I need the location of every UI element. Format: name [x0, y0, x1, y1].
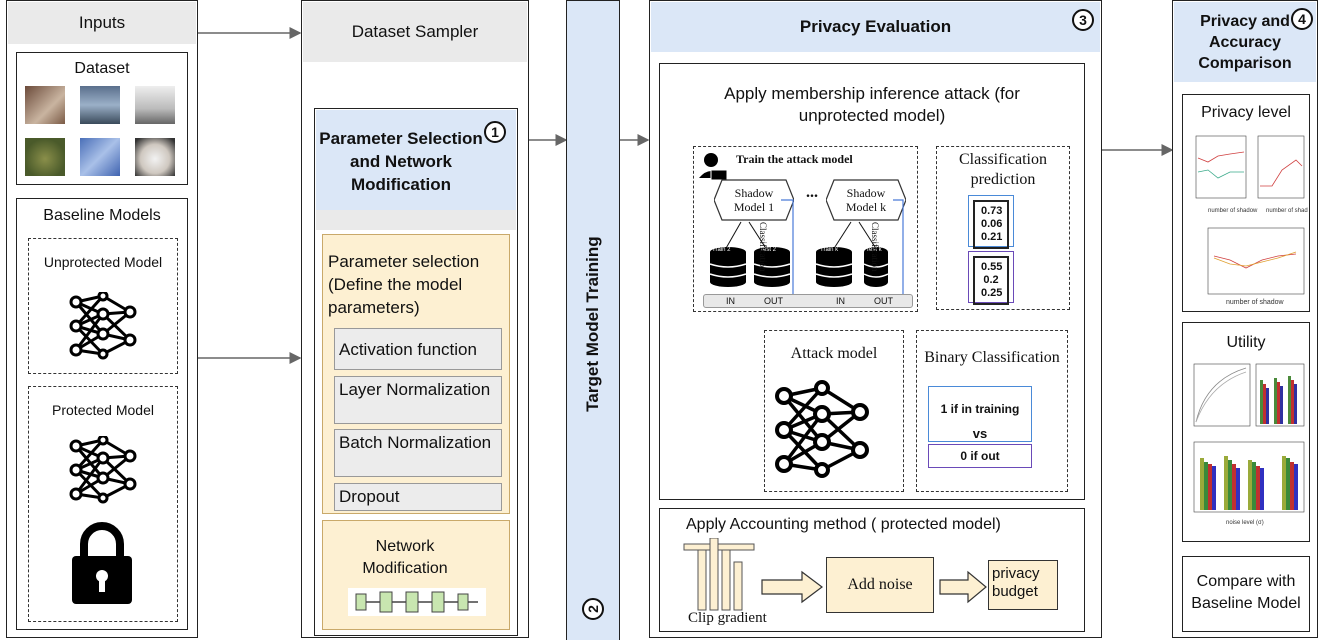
privacy-mini-charts: number of shadow number of shadow: [1195, 135, 1308, 214]
privacy-bottom-chart: number of shadow: [1207, 227, 1305, 306]
database-icons: [709, 247, 888, 287]
shadow-model-1-label: Shadow Model 1: [733, 186, 775, 214]
target-training-label: Target Model Training: [583, 236, 602, 412]
prediction-vector-1-frame: [968, 195, 1014, 247]
param-activation: Activation function: [334, 328, 502, 370]
shadow-model-k-shape: [826, 179, 906, 221]
accounting-title: Apply Accounting method ( protected mode…: [686, 516, 1001, 533]
train-attack-label: Train the attack model: [736, 152, 853, 166]
shadow-model-1-shape: [714, 179, 794, 221]
attack-title: Apply membership inference attack (for u…: [724, 84, 1020, 125]
test-2-label: Test 2: [760, 247, 777, 253]
parameter-gap: [316, 210, 516, 230]
protected-label: Protected Model: [52, 401, 154, 418]
prediction-vector-2-frame: [968, 251, 1014, 303]
step-2-badge: 2: [582, 598, 604, 620]
vec2-value-3: 0.25: [981, 287, 1003, 299]
network-icon: [69, 436, 137, 504]
svg-text:number of shadow: number of shadow: [1208, 208, 1258, 214]
classification-side-label-2: Classification: [870, 222, 880, 272]
dataset-image-3: [135, 86, 175, 124]
binary-classification-box: [916, 330, 1068, 492]
train-k-label: Train k: [820, 247, 839, 253]
privacy-budget-box: privacy budget: [988, 560, 1058, 610]
compare-box: [1182, 556, 1310, 632]
out-label-2: OUT: [874, 296, 893, 306]
vec2-value-1: 0.55: [981, 261, 1003, 273]
param-layer-norm: Layer Normalization: [334, 376, 502, 424]
in-label-1: IN: [726, 296, 735, 306]
dataset-image-1: [25, 86, 65, 124]
network-icon: [69, 292, 137, 360]
target-training-bar: [566, 0, 620, 640]
attack-network-icon: [775, 380, 869, 478]
unprotected-label: Unprotected Model: [43, 253, 163, 270]
step-1-badge: 1: [484, 121, 506, 143]
vec1-value-1: 0.73: [981, 205, 1003, 217]
zero-if-out: 0 if out: [928, 444, 1032, 468]
dataset-image-2: [80, 86, 120, 124]
vec1-value-2: 0.06: [981, 218, 1003, 230]
parameter-heading: Parameter Selection and Network Modifica…: [319, 128, 483, 194]
utility-label: Utility: [1226, 334, 1266, 351]
classification-side-label-1: Classification: [758, 222, 768, 272]
one-if-in-training: 1 if in training: [940, 401, 1020, 416]
train-2-label: Train 2: [712, 247, 731, 253]
step-3-badge: 3: [1072, 9, 1094, 31]
clip-gradient-label: Clip gradient: [688, 610, 767, 626]
param-dropout: Dropout: [334, 483, 502, 511]
param-batch-norm: Batch Normalization: [334, 429, 502, 477]
svg-text:number of shadow: number of shadow: [1226, 299, 1285, 306]
parameter-selection-text: Parameter selection (Define the model pa…: [328, 252, 480, 317]
svg-text:noise level (σ): noise level (σ): [1226, 520, 1264, 526]
classification-prediction-box: [936, 146, 1070, 310]
baseline-title: Baseline Models: [43, 207, 161, 224]
attack-model-label: Attack model: [790, 345, 878, 362]
dataset-label: Dataset: [74, 60, 130, 77]
vs-label: vs: [972, 425, 988, 441]
vec2-value-2: 0.2: [983, 274, 999, 286]
compare-label: Compare with Baseline Model: [1191, 573, 1301, 612]
ellipsis: ...: [806, 184, 818, 201]
lock-icon: [72, 522, 132, 604]
dataset-image-5: [80, 138, 120, 176]
hacker-icon: [699, 153, 728, 181]
prediction-vector-2: 0.55 0.2 0.25: [973, 256, 1009, 305]
arrow-icon: [761, 570, 823, 604]
dataset-sampler-title: Dataset Sampler: [303, 2, 527, 62]
step-4-badge: 4: [1291, 8, 1313, 30]
binary-classification-label: Binary Classification: [924, 349, 1060, 366]
network-modification-label: Network Modification: [362, 538, 448, 577]
parameter-heading-bg: [316, 110, 516, 210]
layer-stack-icon: [348, 588, 486, 616]
out-label-1: OUT: [764, 296, 783, 306]
prediction-vector-1: 0.73 0.06 0.21: [973, 200, 1009, 249]
comparison-title: Privacy and Accuracy Comparison: [1198, 12, 1292, 72]
svg-text:number of shadow: number of shadow: [1266, 208, 1308, 214]
classification-prediction-label: Classification prediction: [959, 151, 1047, 188]
in-training-frame: [928, 386, 1032, 442]
vec1-value-3: 0.21: [981, 231, 1003, 243]
in-out-bar: [703, 294, 913, 308]
in-label-2: IN: [836, 296, 845, 306]
add-noise-box: Add noise: [826, 557, 934, 613]
dataset-image-4: [25, 138, 65, 176]
privacy-level-label: Privacy level: [1201, 104, 1291, 121]
utility-mini-charts: noise level (σ): [1193, 363, 1305, 526]
shadow-model-k-label: Shadow Model k: [845, 186, 887, 214]
dataset-image-6: [135, 138, 175, 176]
arrow-icon: [939, 570, 987, 604]
test-k-label: Test k: [866, 247, 882, 253]
clip-gradient-icon: [683, 538, 755, 611]
inputs-title: Inputs: [8, 2, 196, 44]
privacy-evaluation-title: Privacy Evaluation: [651, 2, 1100, 52]
